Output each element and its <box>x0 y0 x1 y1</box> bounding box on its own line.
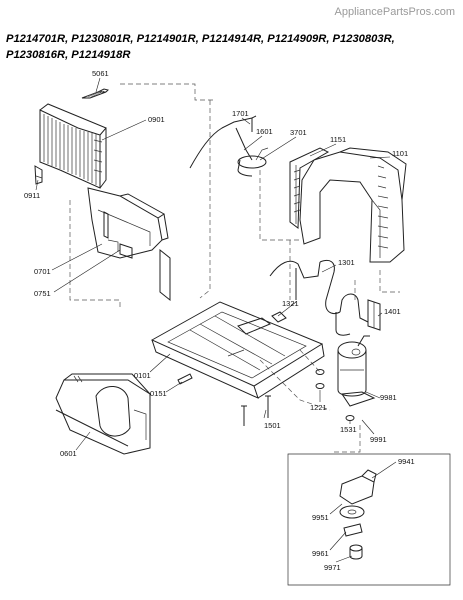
part-shroud-0701 <box>87 187 171 302</box>
callout-9981: 9981 <box>380 393 397 402</box>
callout-1221: 1221 <box>310 403 327 412</box>
part-compressor-9981 <box>337 335 376 407</box>
part-refrigerant-tubing-1301 <box>269 259 369 336</box>
callout-1601: 1601 <box>256 127 273 136</box>
callout-9971: 9971 <box>324 563 341 572</box>
part-capillary-tubing-1701 <box>189 115 269 177</box>
part-detail-overload-9941 <box>339 469 377 505</box>
callout-1501: 1501 <box>264 421 281 430</box>
part-base-pan-0101 <box>150 301 325 399</box>
watermark: AppliancePartsPros.com <box>334 6 455 18</box>
callout-1101: 1101 <box>392 149 408 158</box>
callout-0101: 0101 <box>134 371 151 380</box>
part-mount-1531 <box>345 415 355 421</box>
callout-0701: 0701 <box>34 267 51 276</box>
leader-lines <box>35 77 397 563</box>
callout-0751: 0751 <box>34 289 51 298</box>
callout-9951: 9951 <box>312 513 329 522</box>
model-list-title: P1214701R, P1230801R, P1214901R, P121491… <box>6 33 395 61</box>
part-detail-cover-9951 <box>339 505 365 519</box>
part-detail-grommet-9961 <box>343 523 363 537</box>
assembly-guide-lines <box>69 83 400 453</box>
part-grommet-1221 <box>315 369 325 389</box>
callout-9961: 9961 <box>312 549 329 558</box>
callout-0151: 0151 <box>150 389 167 398</box>
part-bracket-0911 <box>34 165 43 185</box>
part-fan-housing-0601 <box>55 373 151 455</box>
part-bracket-1321 <box>271 311 287 323</box>
callout-3701: 3701 <box>290 128 307 137</box>
callout-1301: 1301 <box>338 258 355 267</box>
callout-5061: 5061 <box>92 69 109 78</box>
part-evaporator-coil-1151 <box>289 147 330 229</box>
callout-9991: 9991 <box>370 435 387 444</box>
part-clip-0151 <box>177 373 193 385</box>
callout-1321: 1321 <box>282 299 299 308</box>
callout-0901: 0901 <box>148 115 165 124</box>
callout-labels: 5061 0901 0911 1701 1601 3701 1151 1101 … <box>24 69 415 572</box>
detail-inset-box <box>287 453 451 586</box>
part-detail-spacer-9971 <box>349 544 363 560</box>
callout-0601: 0601 <box>60 449 77 458</box>
callout-1701: 1701 <box>232 109 249 118</box>
callout-1531: 1531 <box>340 425 357 434</box>
part-evaporator-wrap-1101 <box>299 147 407 263</box>
callout-1401: 1401 <box>384 307 401 316</box>
callout-0911: 0911 <box>24 191 40 200</box>
part-bracket-1401 <box>367 299 381 331</box>
part-screws-1501 <box>241 395 271 426</box>
callout-1151: 1151 <box>330 135 346 144</box>
part-top-cover-5061 <box>81 88 109 99</box>
callout-9941: 9941 <box>398 457 415 466</box>
part-condenser-coil-0901 <box>39 103 107 189</box>
